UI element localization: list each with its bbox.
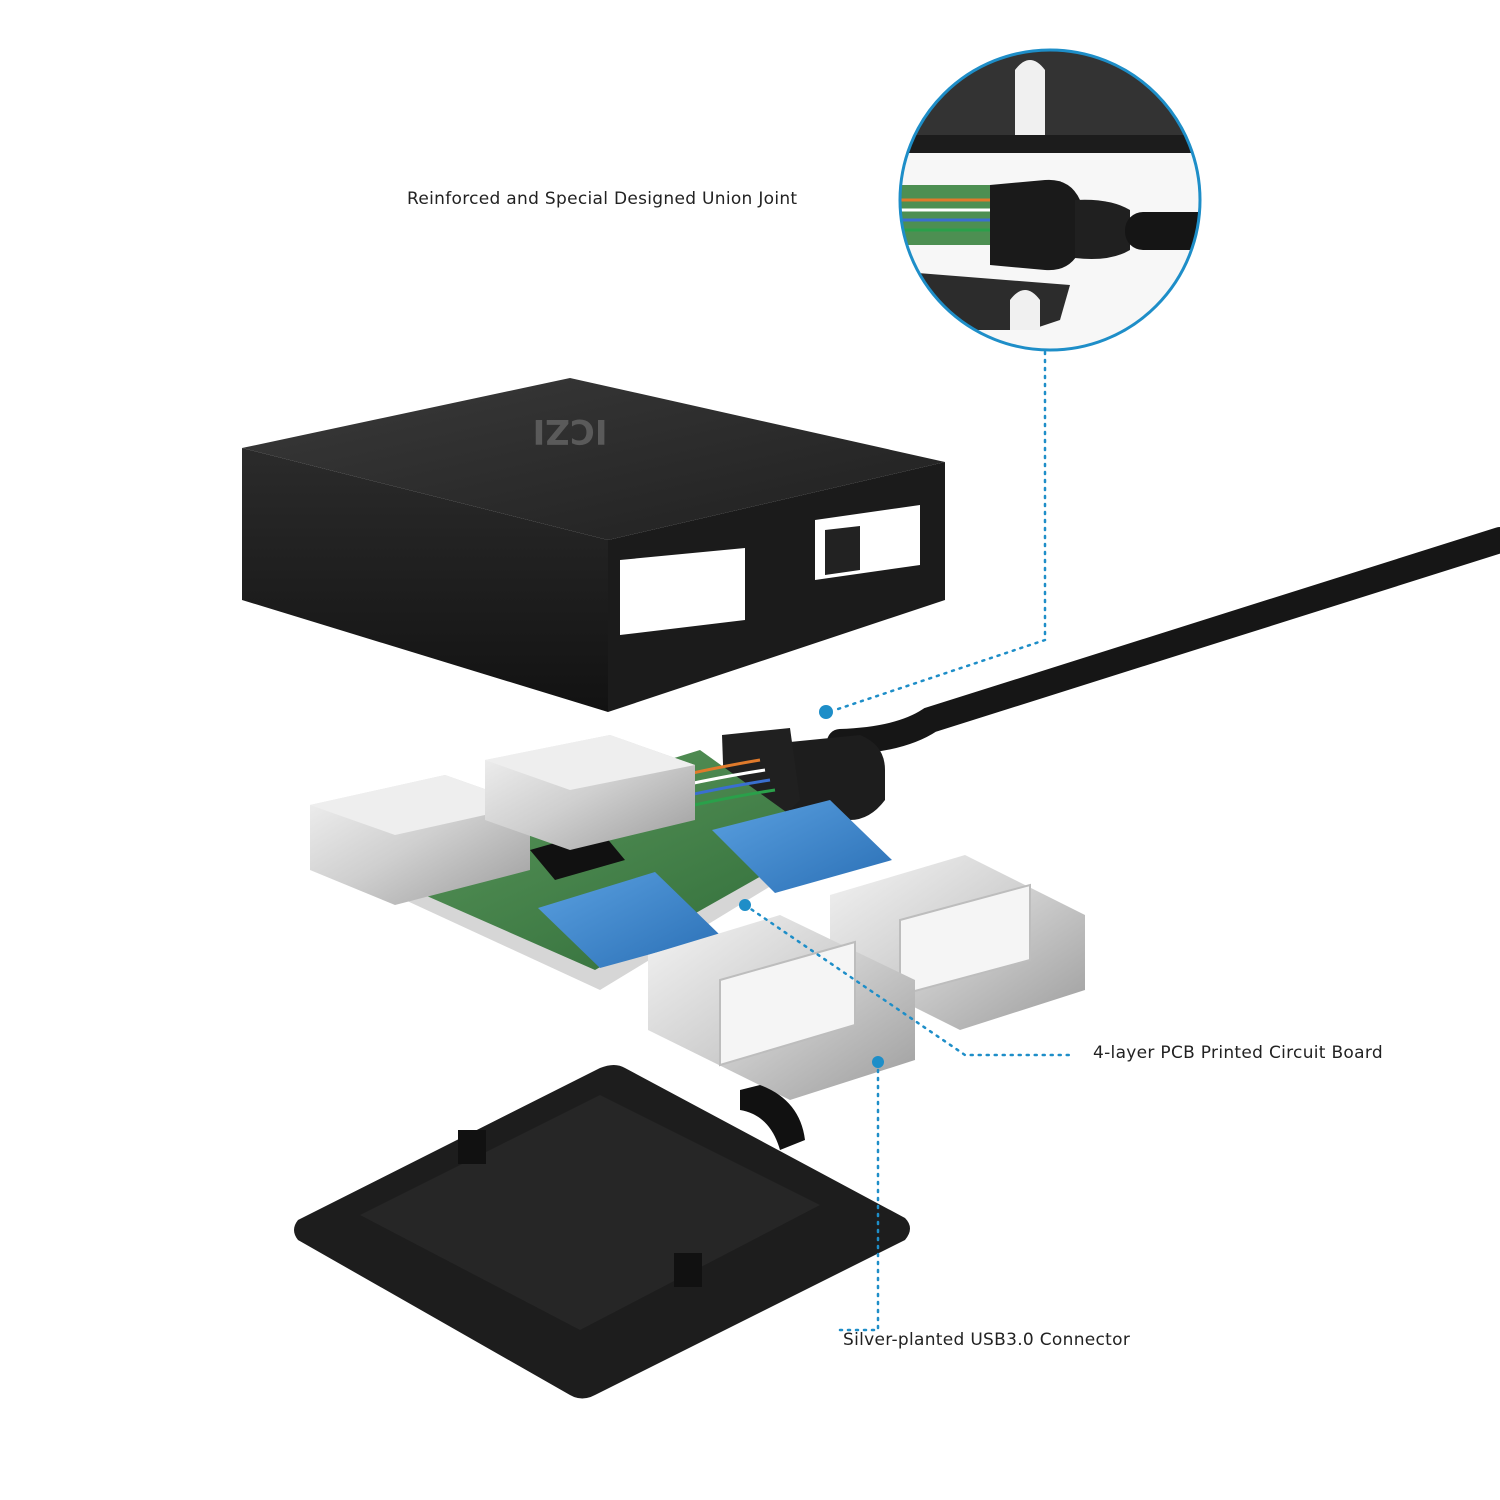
brand-logo: ICZI: [533, 411, 608, 451]
callout-pcb: 4-layer PCB Printed Circuit Board: [1093, 1043, 1383, 1063]
callout-union-joint: Reinforced and Special Designed Union Jo…: [407, 189, 798, 209]
union-joint-zoom: [898, 48, 1202, 352]
pcb-assembly: [310, 735, 1085, 1100]
top-housing: ICZI: [242, 378, 945, 712]
leader-union-joint: [833, 350, 1047, 712]
bottom-cover: [294, 1065, 910, 1399]
callout-usb-connector: Silver-planted USB3.0 Connector: [843, 1330, 1131, 1350]
leader-pcb: [743, 903, 1072, 1057]
leader-connector: [836, 1060, 880, 1332]
